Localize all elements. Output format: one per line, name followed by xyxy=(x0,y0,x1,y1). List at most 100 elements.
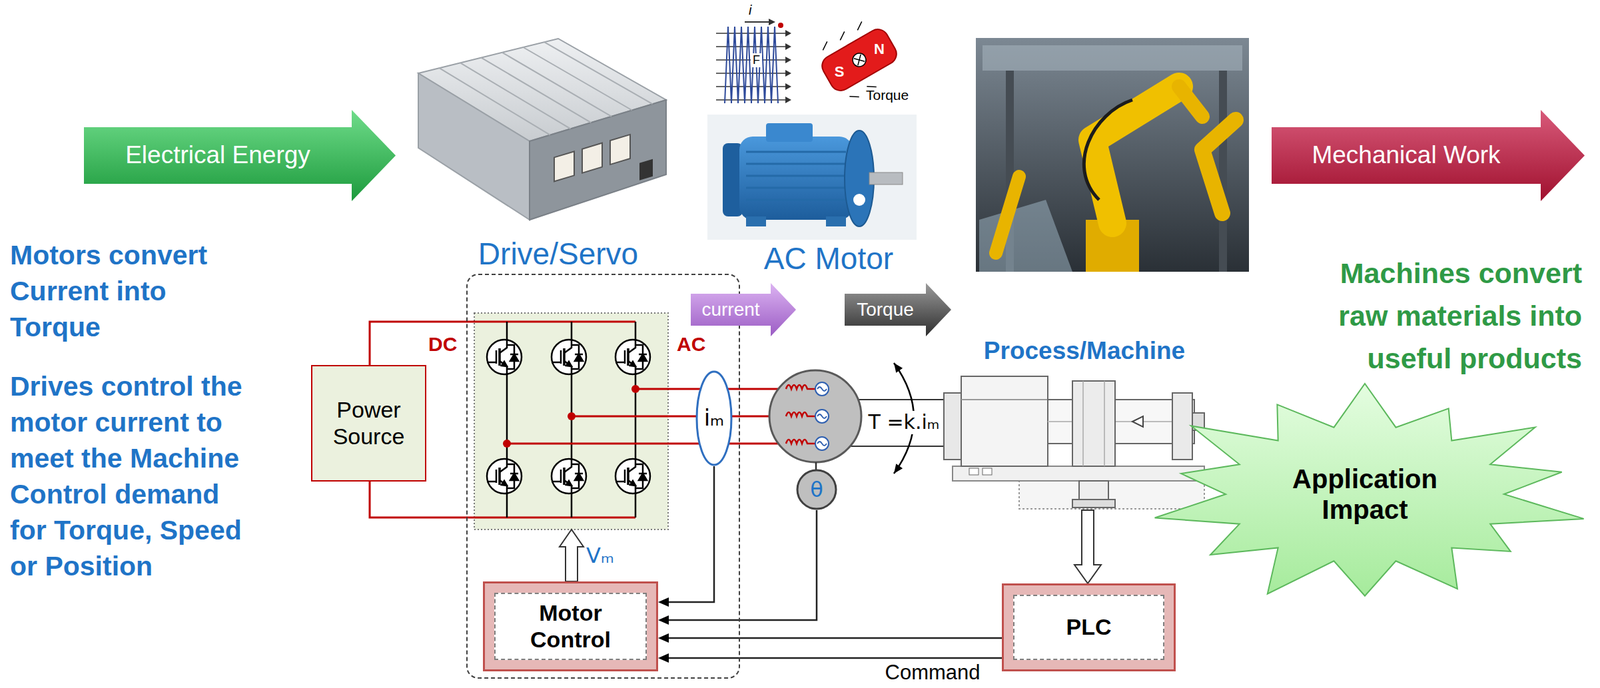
connector xyxy=(658,510,817,625)
arrow-shape xyxy=(690,283,797,337)
robot-photo-part xyxy=(975,37,1249,272)
controller-box: PLC xyxy=(1001,583,1176,672)
torque-arrow: Torque xyxy=(844,283,952,337)
node-label-area: PLC xyxy=(1013,594,1165,661)
inverter-photo-part-part xyxy=(502,52,612,117)
coil-magnet-icon-part-part-part xyxy=(819,41,830,50)
coil-magnet-icon-part xyxy=(778,22,784,28)
arrowhead xyxy=(658,615,669,625)
machine-node: Process/Machine xyxy=(943,367,1205,511)
controller-box: Motor Control xyxy=(482,581,659,672)
motor-symbol-part-part xyxy=(786,439,816,444)
inverter-bridge-part xyxy=(551,339,587,375)
current-sensor: iₘ xyxy=(695,370,733,467)
inverter-bridge-part xyxy=(551,458,587,494)
motor-photo-part xyxy=(746,216,767,227)
energy-arrow: Electrical Energy xyxy=(83,109,396,202)
inverter-photo-part-part xyxy=(481,57,592,124)
caption-text: Motors convert Current into Torque xyxy=(9,237,258,346)
coil-magnet-icon-part-part-part xyxy=(854,21,864,30)
machine-drawing xyxy=(943,376,1205,509)
node-text: Power Source xyxy=(319,397,419,449)
formula-label: T =k.iₘ xyxy=(866,410,942,435)
node-text: iₘ xyxy=(704,404,725,431)
terminal-label: DC xyxy=(428,333,457,357)
edge-label: Command xyxy=(883,661,983,685)
node-text: Mechanical Work xyxy=(1311,141,1501,170)
machine-drawing-part xyxy=(1082,381,1084,467)
inverter-bridge-part xyxy=(631,385,640,394)
sensor-ellipse xyxy=(696,371,732,465)
coil-magnet-icon-part-part xyxy=(716,32,788,34)
position-sensor: θ xyxy=(796,468,838,511)
node-heading: Process/Machine xyxy=(983,337,1186,366)
node-label-area: Mechanical Work xyxy=(1271,109,1541,202)
motor-symbol-part-part xyxy=(815,409,829,423)
current-arrow: current xyxy=(690,283,797,337)
motor-symbol-part xyxy=(893,363,903,374)
inverter-bridge-part xyxy=(559,529,584,582)
arrowhead xyxy=(658,653,669,663)
inverter-bridge-part-part xyxy=(506,321,509,340)
coil-magnet-icon-part-part xyxy=(785,69,792,77)
inverter-bridge-part-part xyxy=(506,493,509,518)
connector-line xyxy=(668,466,715,603)
machine-drawing-part xyxy=(1019,478,1205,509)
motor-symbol-part-part xyxy=(815,382,829,396)
inverter-photo-part xyxy=(439,41,653,136)
node-label-area: θ xyxy=(796,468,838,511)
inverter-bridge-part-part xyxy=(571,415,788,418)
inverter-bridge-part xyxy=(506,389,788,444)
hollow-arrow xyxy=(1074,510,1102,584)
terminal-label: AC xyxy=(676,333,706,357)
inverter-photo-part-part xyxy=(439,67,551,136)
coil-magnet-icon-part xyxy=(785,29,792,104)
icon-letter: F xyxy=(750,53,763,68)
connector xyxy=(658,466,715,607)
motor-photo-part xyxy=(766,123,813,142)
motor-photo-part xyxy=(825,216,846,227)
motor-symbol-part-part xyxy=(817,387,827,392)
coil-magnet-icon-part-part-part xyxy=(837,31,847,40)
node-label-area: current xyxy=(690,283,771,337)
motor-photo-part-part xyxy=(746,175,846,178)
connector xyxy=(1074,510,1102,584)
inverter-photo-part-part xyxy=(554,151,575,182)
inverter-bridge-part-part xyxy=(570,321,573,340)
icon-caption: Torque xyxy=(865,87,909,104)
node-label-area: Power Source xyxy=(312,366,425,481)
coil-magnet-icon-part-part xyxy=(785,56,792,64)
motor-photo-part xyxy=(707,114,917,240)
motor-symbol-part xyxy=(815,462,818,470)
robot-photo xyxy=(975,37,1249,272)
coil-magnet-icon-part xyxy=(724,26,779,104)
machine-drawing-part xyxy=(961,399,1048,401)
power-source-box: Power Source xyxy=(311,365,427,482)
motor-photo-part xyxy=(739,136,853,220)
connector xyxy=(658,633,1002,643)
motor-photo-part xyxy=(853,193,866,206)
connector-line xyxy=(668,637,1002,640)
coil-magnet-icon-part xyxy=(744,21,771,23)
arrowhead xyxy=(658,633,669,643)
icon-letter: i xyxy=(748,2,752,18)
motor-photo-part-part xyxy=(746,199,846,202)
inverter-bridge-part xyxy=(615,458,651,494)
inverter-photo-part xyxy=(529,99,667,220)
motor-photo-part xyxy=(869,172,903,185)
machine-drawing-part xyxy=(952,466,1205,481)
robot-photo-part xyxy=(995,176,1020,254)
coil-magnet-icon-part-part-part xyxy=(849,92,859,102)
robot-photo-part xyxy=(1092,86,1180,224)
motor-symbol-part-part xyxy=(786,385,816,390)
node-text: θ xyxy=(809,477,824,503)
inverter-photo-part-part xyxy=(639,159,653,181)
machine-drawing-part xyxy=(1072,499,1116,508)
node-text: Application Impact xyxy=(1281,463,1449,525)
sensor-circle xyxy=(797,470,836,509)
node-label-area: Electrical Energy xyxy=(83,109,352,202)
caption-text: Machines convert raw materials into usef… xyxy=(1315,251,1583,380)
node-text: PLC xyxy=(1066,614,1112,641)
motor-symbol-part-part xyxy=(817,414,827,419)
node-text: Torque xyxy=(856,299,914,321)
